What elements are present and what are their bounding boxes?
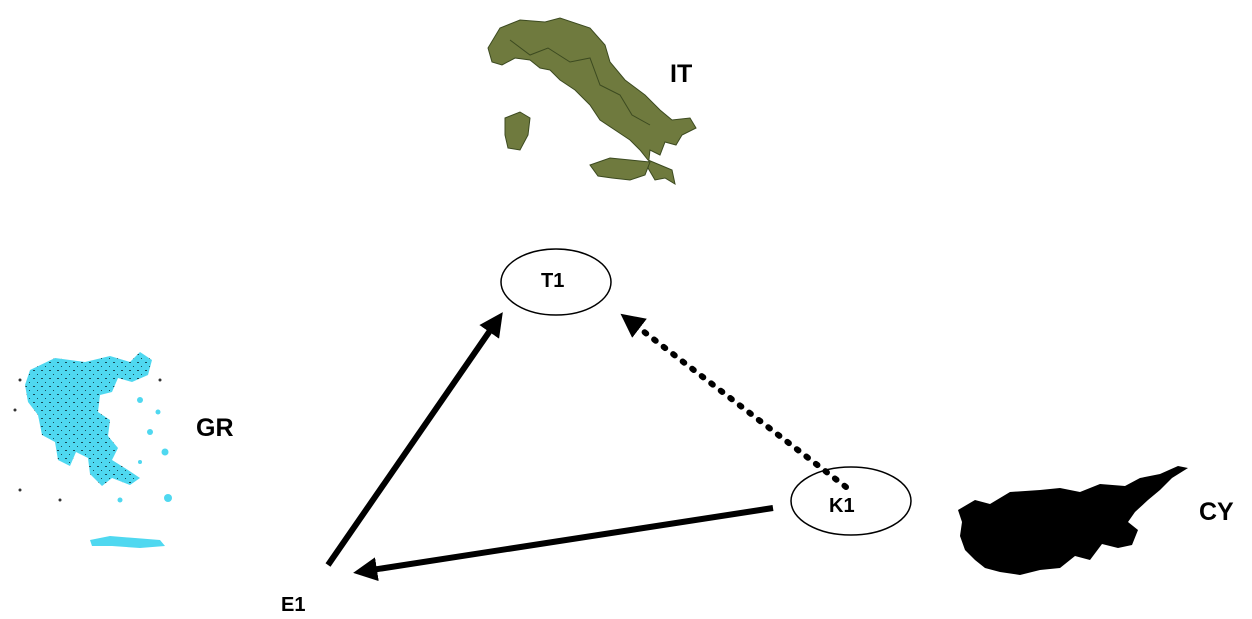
country-label-it: IT	[670, 60, 693, 88]
node-label-t1: T1	[541, 270, 565, 292]
country-label-cy: CY	[1199, 498, 1234, 526]
node-t1-ellipse	[500, 248, 612, 316]
cyprus-map-icon	[958, 466, 1188, 575]
edge-e1-to-t1	[325, 312, 503, 567]
country-label-gr: GR	[196, 414, 234, 442]
italy-map-icon	[487, 17, 697, 186]
edge-k1-to-e1	[353, 505, 774, 582]
node-label-k1: K1	[829, 495, 855, 517]
node-k1-ellipse	[790, 466, 912, 536]
node-label-e1: E1	[281, 594, 306, 616]
greece-map-icon	[13, 352, 172, 548]
edge-k1-to-t1	[620, 313, 849, 490]
